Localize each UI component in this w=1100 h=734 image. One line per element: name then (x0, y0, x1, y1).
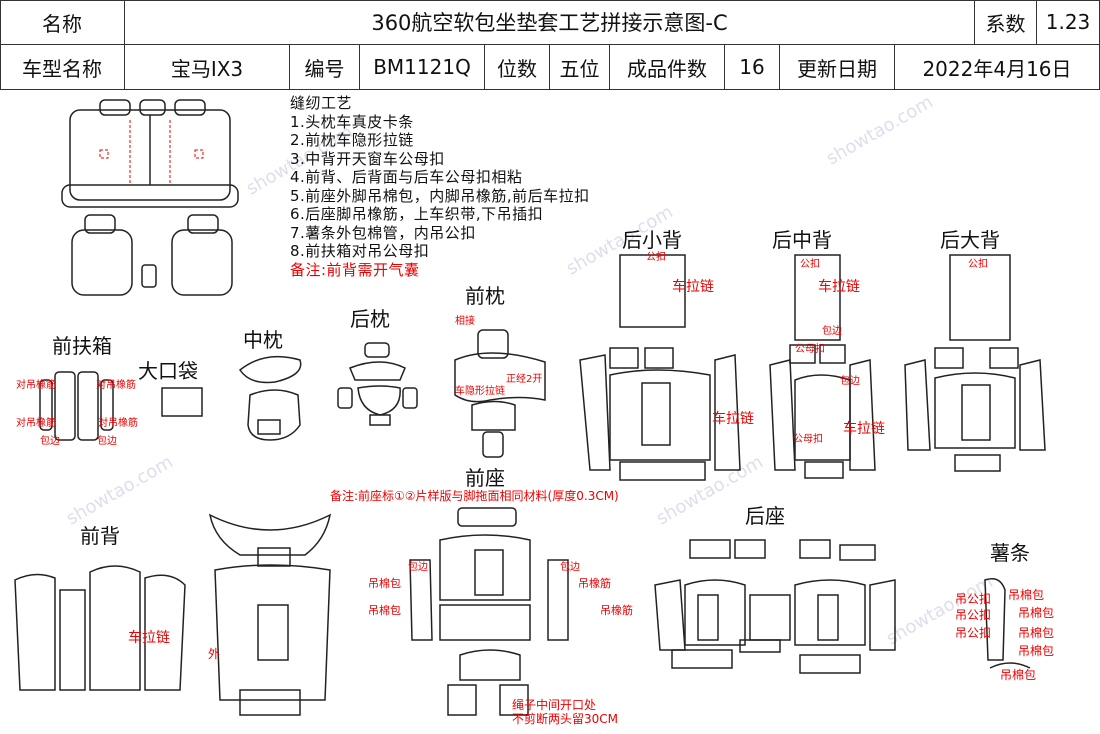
note-item: 7.薯条外包棉管，内吊公扣 (290, 223, 476, 242)
male-female-note: 公母扣 (793, 434, 823, 445)
cotton-pack-note: 吊棉包 (1018, 626, 1055, 640)
seats-value: 五位 (550, 45, 610, 90)
edge-note: 包边 (560, 562, 580, 573)
fries-shape (984, 578, 1031, 669)
label-rear-pillow: 后枕 (350, 307, 390, 331)
front-pillow-shape (454, 329, 546, 458)
male-button-note: 公扣 (800, 259, 820, 270)
note-item: 5.前座外脚吊棉包，内脚吊橡筋,前后车拉扣 (290, 186, 590, 205)
front-seat-shape (409, 507, 569, 716)
model-label: 车型名称 (0, 45, 125, 90)
hang-cotton-note: 吊棉包 (368, 577, 401, 590)
rear-big-back-shape (904, 254, 1046, 472)
male-hang-note: 吊公扣 (955, 592, 992, 606)
note-item: 6.后座脚吊橡筋，上车织带,下吊插扣 (290, 205, 544, 223)
big-pocket-shape (161, 387, 203, 417)
zipper-note: 车拉链 (818, 279, 860, 295)
armrest-edge: 包边 (97, 436, 117, 447)
rear-small-back-shape (579, 254, 741, 481)
front-armrest-shape (39, 371, 114, 441)
label-front-pillow: 前枕 (465, 284, 505, 308)
male-female-note: 公母扣 (795, 344, 825, 355)
male-button-note: 公扣 (646, 252, 666, 263)
note-item: 4.前背、后背面与后车公母扣相粘 (290, 168, 523, 186)
front-back-shape (14, 513, 332, 716)
pieces-label: 成品件数 (610, 45, 725, 90)
model-value: 宝马IX3 (125, 45, 290, 90)
note-item: 2.前枕车隐形拉链 (290, 131, 414, 149)
hang-cotton-note: 吊棉包 (368, 604, 401, 617)
armrest-note: 对吊橡筋 (98, 418, 138, 429)
code-label: 编号 (290, 45, 360, 90)
edge-note: 包边 (822, 326, 842, 337)
zipper-note: 车拉链 (843, 421, 885, 437)
armrest-note: 对吊橡筋 (16, 418, 56, 429)
edge-note: 包边 (840, 376, 860, 387)
weld-note: 相接 (455, 316, 475, 327)
date-label: 更新日期 (780, 45, 895, 90)
front-seat-remark: 备注:前座标①②片样版与脚拖面相同材料(厚度0.3CM) (330, 489, 619, 503)
outside-note: 外 (208, 647, 221, 661)
label-big-pocket: 大口袋 (138, 359, 198, 383)
edge-note: 包边 (408, 562, 428, 573)
cotton-pack-note: 吊棉包 (1000, 668, 1037, 682)
zipper-note: 车拉链 (712, 411, 754, 427)
rear-middle-back-shape (769, 254, 876, 479)
zipper-note: 车拉链 (128, 630, 170, 646)
rear-pillow-shape (337, 342, 418, 426)
hang-rubber-note: 吊橡筋 (600, 604, 633, 617)
note-item: 3.中背开天窗车公母扣 (290, 149, 445, 168)
coef-label: 系数 (975, 0, 1037, 45)
cotton-pack-note: 吊棉包 (1018, 606, 1055, 620)
label-front-armrest: 前扶箱 (52, 334, 112, 358)
label-rear-big-back: 后大背 (940, 228, 1000, 252)
label-rear-middle-back: 后中背 (772, 228, 832, 252)
cotton-pack-note: 吊棉包 (1008, 588, 1045, 602)
rope-note: 不剪断两头留30CM (512, 712, 619, 726)
notes-title: 缝纫工艺 (290, 94, 353, 112)
seat-overview-icon (61, 99, 239, 296)
open-note: 正经2开 (506, 374, 543, 385)
label-front-seat: 前座 (465, 466, 505, 490)
armrest-note: 对吊橡筋 (96, 380, 136, 391)
seats-label: 位数 (485, 45, 550, 90)
notes-remark: 备注:前背需开气囊 (290, 260, 420, 279)
armrest-note: 对吊橡筋 (16, 380, 56, 391)
cotton-pack-note: 吊棉包 (1018, 644, 1055, 658)
code-value: BM1121Q (360, 45, 485, 90)
label-fries: 薯条 (990, 541, 1030, 565)
label-middle-pillow: 中枕 (243, 328, 283, 352)
note-item: 1.头枕车真皮卡条 (290, 112, 414, 131)
zipper-note: 车拉链 (672, 279, 714, 295)
page-title: 360航空软包坐垫套工艺拼接示意图-C (125, 0, 975, 45)
male-hang-note: 吊公扣 (955, 608, 992, 622)
armrest-edge: 包边 (40, 436, 60, 447)
date-value: 2022年4月16日 (895, 45, 1100, 90)
male-hang-note: 吊公扣 (955, 626, 992, 640)
note-item: 8.前扶箱对吊公母扣 (290, 242, 430, 260)
middle-pillow-shape (238, 355, 302, 441)
hidden-zip-note: 车隐形拉链 (455, 386, 505, 397)
label-rear-seat: 后座 (745, 504, 785, 528)
rear-seat-shape (654, 539, 896, 674)
label-rear-small-back: 后小背 (622, 228, 682, 252)
sewing-notes: 缝纫工艺 1.头枕车真皮卡条 2.前枕车隐形拉链 3.中背开天窗车公母扣 4.前… (290, 94, 590, 279)
hang-rubber-note: 吊橡筋 (578, 577, 611, 590)
label-front-back: 前背 (80, 524, 120, 548)
male-button-note: 公扣 (968, 259, 988, 270)
pieces-value: 16 (725, 45, 780, 90)
name-label: 名称 (0, 0, 125, 45)
rope-note: 绳子中间开口处 (512, 698, 597, 712)
